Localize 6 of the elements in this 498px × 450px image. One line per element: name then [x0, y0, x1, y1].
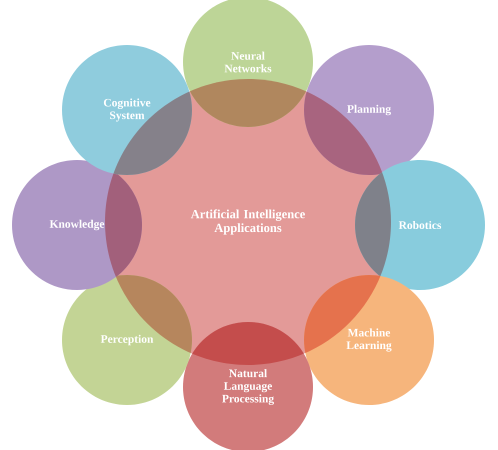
- circle-node: Robotics: [355, 160, 485, 290]
- circle-node: Planning: [304, 45, 434, 175]
- circle-node: Machine Learning: [304, 275, 434, 405]
- circle-node: Knowledge: [12, 160, 142, 290]
- circle-node: Cognitive System: [62, 45, 192, 175]
- circle-node: Perception: [62, 275, 192, 405]
